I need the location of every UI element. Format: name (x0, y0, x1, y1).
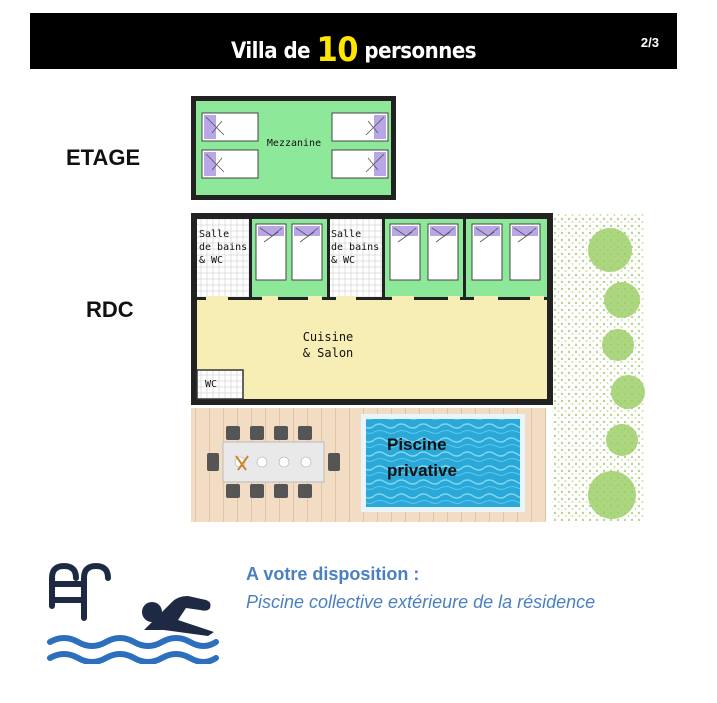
title-banner: Villa de 10 personnes 2/3 (30, 13, 677, 70)
room-label-kitchen-line2: & Salon (303, 346, 354, 360)
level-label-etage: ETAGE (66, 145, 141, 170)
room-label-mezzanine: Mezzanine (267, 138, 321, 149)
ground-beds (255, 223, 541, 281)
floor-plan: Mezzanine Salle de bai (191, 96, 645, 522)
dining-table (207, 426, 340, 498)
room-label-bath1-line3: & WC (199, 255, 223, 266)
level-label-rdc: RDC (86, 297, 134, 322)
room-label-bath1-line1: Salle (199, 229, 229, 240)
swimming-pool-icon (47, 562, 219, 664)
pool-label-line2: privative (387, 461, 457, 480)
title-prefix: Villa de (230, 39, 317, 64)
private-pool (366, 419, 520, 507)
door-openings (206, 296, 544, 301)
amenities-title: A votre disposition : (246, 564, 420, 584)
bathroom-1 (197, 219, 249, 297)
room-label-bath2-line3: & WC (331, 255, 355, 266)
page-indicator: 2/3 (640, 35, 659, 50)
room-label-bath1-line2: de bains (199, 242, 247, 253)
mezzanine-beds (201, 112, 389, 179)
pool-label-line1: Piscine (387, 435, 447, 454)
wc-room (196, 369, 244, 400)
room-label-kitchen-line1: Cuisine (303, 330, 354, 344)
title-suffix: personnes (358, 39, 477, 64)
title-number: 10 (316, 30, 359, 70)
room-label-wc: WC (205, 379, 217, 390)
amenities-subtitle: Piscine collective extérieure de la rési… (246, 592, 596, 612)
page-title: Villa de 10 personnes (30, 27, 677, 70)
room-label-bath2-line1: Salle (331, 229, 361, 240)
kitchen-living (197, 300, 547, 399)
room-label-bath2-line2: de bains (331, 242, 379, 253)
garden-bushes (588, 228, 645, 519)
bathroom-2 (330, 219, 382, 297)
